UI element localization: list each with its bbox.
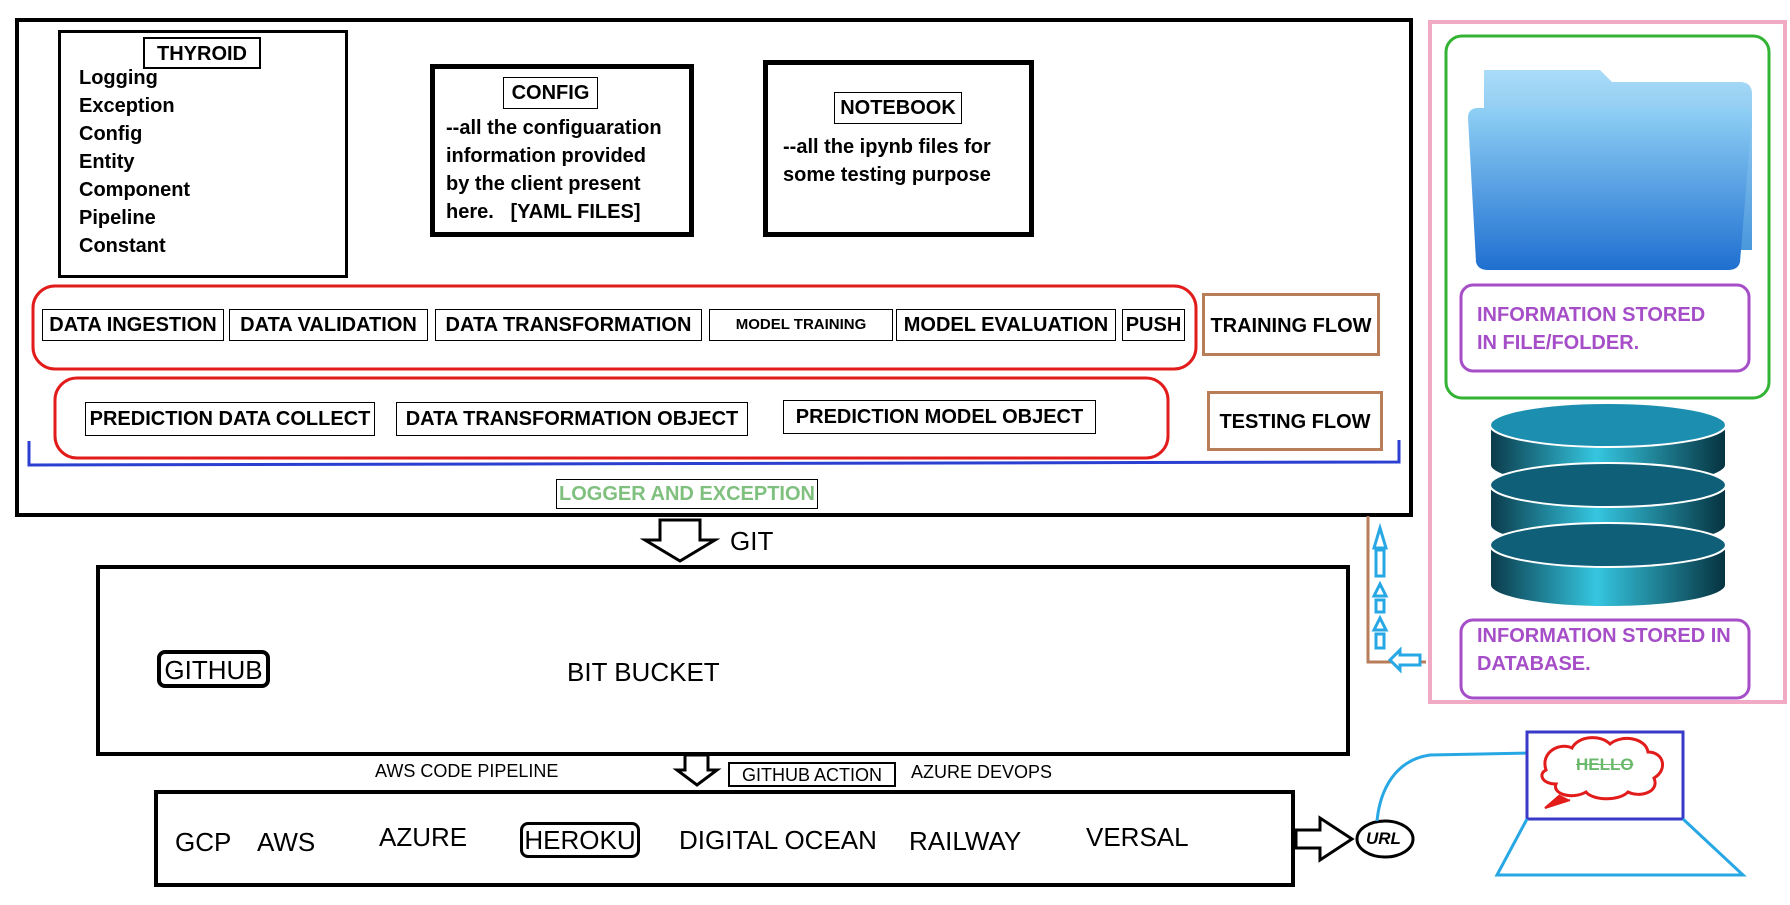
db-info-line: DATABASE.: [1477, 653, 1591, 675]
git-arrow-icon: [639, 518, 721, 563]
project-title: THYROID: [143, 37, 261, 69]
db-info-line: INFORMATION STORED IN: [1477, 625, 1731, 647]
cloud-provider: AZURE: [379, 822, 468, 852]
notebook-box: [763, 60, 1034, 237]
up-arrow-icon: [1371, 522, 1389, 650]
config-line: --all the configuaration: [446, 117, 662, 139]
cloud-provider: AWS: [257, 827, 316, 857]
repo-frame: [96, 565, 1350, 756]
logger-label: LOGGER AND EXCEPTION: [556, 479, 818, 509]
file-info-text: INFORMATION STORED IN FILE/FOLDER.: [1477, 301, 1705, 357]
url-oval: [1355, 819, 1415, 859]
bitbucket-label: BIT BUCKET: [567, 657, 720, 687]
left-arrow-icon: [1387, 646, 1422, 674]
cloud-provider: DIGITAL OCEAN: [679, 825, 877, 855]
training-step: DATA VALIDATION: [229, 309, 428, 341]
url-label: URL: [1366, 829, 1401, 848]
project-item: Logging: [79, 67, 158, 89]
hello-bubble-icon: [1540, 736, 1664, 809]
heroku-box: HEROKU: [520, 822, 640, 858]
hello-label: HELLO: [1576, 755, 1634, 774]
config-line: here. [YAML FILES]: [446, 201, 641, 223]
project-items: Logging Exception Config Entity Componen…: [79, 64, 329, 260]
cloud-provider: VERSAL: [1086, 822, 1189, 852]
training-step: DATA INGESTION: [42, 309, 224, 341]
project-item: Entity: [79, 151, 135, 173]
training-step: MODEL EVALUATION: [896, 309, 1116, 341]
notebook-description: --all the ipynb files for some testing p…: [783, 133, 1023, 189]
database-icon: [1489, 402, 1727, 608]
project-item: Config: [79, 123, 143, 145]
cloud-frame: [154, 790, 1295, 887]
testing-step: DATA TRANSFORMATION OBJECT: [396, 402, 748, 436]
training-flow-container: [31, 284, 1198, 371]
file-info-line: IN FILE/FOLDER.: [1477, 332, 1640, 354]
notebook-line: some testing purpose: [783, 164, 991, 186]
cicd-arrow-icon: [672, 753, 722, 787]
testing-flow-label: TESTING FLOW: [1207, 391, 1383, 451]
config-description: --all the configuaration information pro…: [446, 114, 686, 226]
training-step: DATA TRANSFORMATION: [435, 309, 702, 341]
project-structure-box: [58, 30, 348, 278]
config-line: by the client present: [446, 173, 641, 195]
azure-devops-label: AZURE DEVOPS: [911, 762, 1053, 782]
project-item: Exception: [79, 95, 175, 117]
logger-bracket: [27, 440, 1401, 467]
github-box: GITHUB: [157, 650, 270, 688]
project-item: Component: [79, 179, 191, 201]
cloud-provider: GCP: [175, 827, 232, 857]
file-info-line: INFORMATION STORED: [1477, 304, 1706, 326]
project-item: Constant: [79, 235, 166, 257]
training-step: MODEL TRAINING: [709, 309, 893, 341]
training-step: PUSH: [1122, 309, 1185, 341]
aws-pipeline-label: AWS CODE PIPELINE: [375, 761, 559, 781]
storage-frame: [1428, 20, 1787, 704]
project-frame: [15, 18, 1413, 517]
db-info-text: INFORMATION STORED IN DATABASE.: [1477, 622, 1731, 678]
github-action-box: GITHUB ACTION: [728, 762, 896, 787]
git-label: GIT: [730, 526, 774, 556]
testing-step: PREDICTION MODEL OBJECT: [783, 400, 1096, 434]
deploy-arrow-icon: [1294, 815, 1355, 863]
cloud-provider: RAILWAY: [909, 826, 1022, 856]
testing-flow-container: [53, 376, 1170, 460]
training-flow-label: TRAINING FLOW: [1202, 293, 1380, 356]
db-info-frame: [1459, 618, 1751, 700]
config-line: information provided: [446, 145, 646, 167]
folder-icon: [1468, 70, 1752, 270]
url-link-curve: [1375, 751, 1531, 822]
config-title: CONFIG: [503, 77, 598, 109]
notebook-line: --all the ipynb files for: [783, 136, 991, 158]
file-storage-frame: [1444, 34, 1771, 400]
project-item: Pipeline: [79, 207, 156, 229]
testing-step: PREDICTION DATA COLLECT: [85, 402, 375, 436]
notebook-title: NOTEBOOK: [834, 92, 962, 124]
file-info-frame: [1459, 283, 1751, 373]
